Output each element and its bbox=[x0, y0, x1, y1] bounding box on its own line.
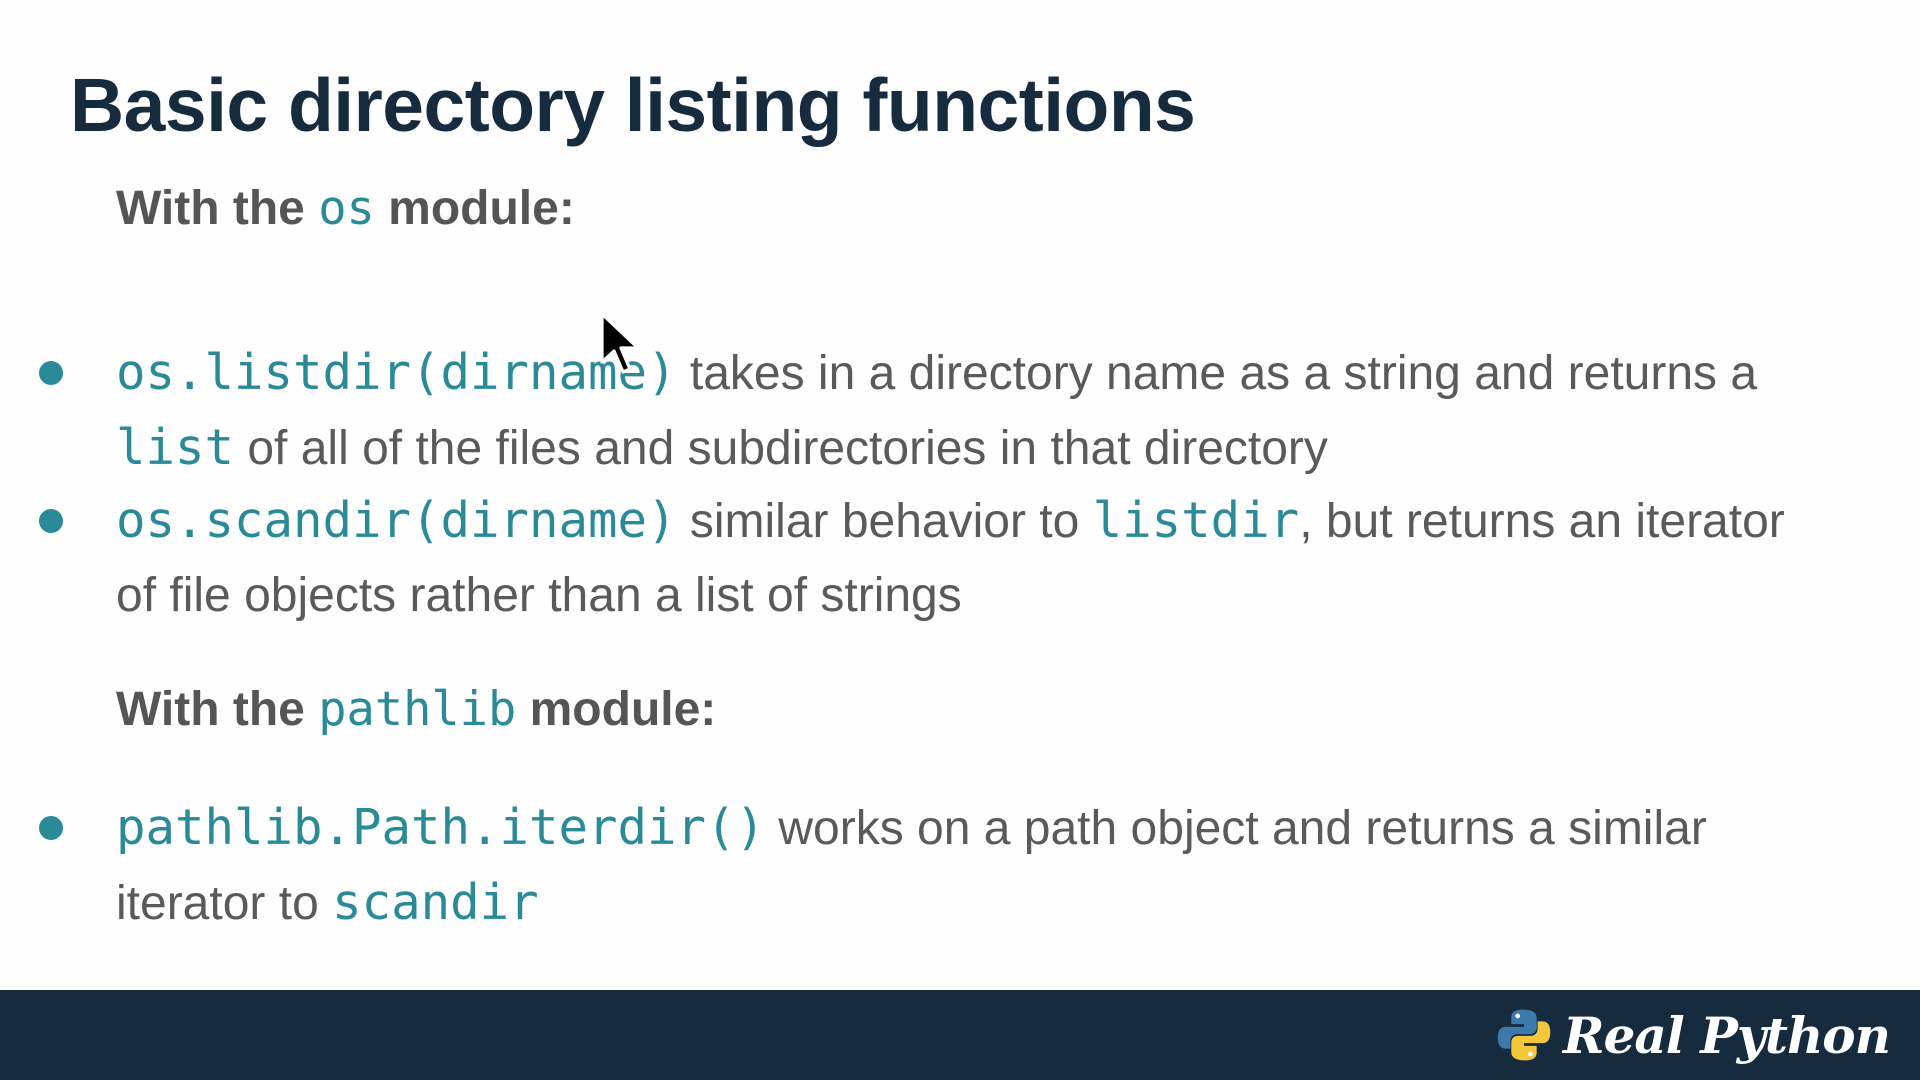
code-listdir: os.listdir(dirname) bbox=[116, 344, 677, 401]
real-python-logo[interactable]: Real Python bbox=[1495, 998, 1891, 1072]
bullet-iterdir-text-1: works on a path object and returns a sim… bbox=[116, 802, 1707, 930]
slide-title: Basic directory listing functions bbox=[70, 63, 1196, 147]
bullet-scandir: os.scandir(dirname) similar behavior to … bbox=[116, 484, 1816, 633]
footer-bar: Real Python bbox=[0, 990, 1920, 1080]
python-logo-icon bbox=[1497, 1009, 1551, 1061]
bullet-dot-icon bbox=[39, 816, 63, 840]
bullet-scandir-text-1: similar behavior to bbox=[676, 495, 1093, 548]
code-list: list bbox=[116, 419, 235, 476]
bullet-scandir-text-2: , but returns an iterator of file object… bbox=[116, 495, 1785, 622]
pathlib-module-name: pathlib bbox=[318, 682, 517, 737]
os-heading-prefix: With the bbox=[116, 182, 305, 235]
code-listdir-ref: listdir bbox=[1092, 492, 1300, 549]
os-heading-suffix: module: bbox=[388, 182, 575, 235]
bullet-dot-icon bbox=[39, 509, 63, 533]
bullet-listdir-text-1: takes in a directory name as a string an… bbox=[676, 347, 1758, 400]
bullet-listdir-text-2: of all of the files and subdirectories i… bbox=[234, 422, 1328, 475]
os-module-name: os bbox=[318, 181, 375, 236]
code-scandir-ref: scandir bbox=[332, 874, 539, 931]
logo-text: Real Python bbox=[1563, 1005, 1891, 1065]
bullet-dot-icon bbox=[39, 361, 63, 385]
code-iterdir: pathlib.Path.iterdir() bbox=[116, 799, 766, 856]
pathlib-section-heading: With the pathlib module: bbox=[116, 673, 716, 747]
bullet-iterdir: pathlib.Path.iterdir() works on a path o… bbox=[116, 791, 1816, 941]
pathlib-heading-prefix: With the bbox=[116, 683, 305, 736]
bullet-listdir: os.listdir(dirname) takes in a directory… bbox=[116, 336, 1816, 486]
mouse-pointer-icon bbox=[600, 312, 640, 374]
code-scandir: os.scandir(dirname) bbox=[116, 492, 677, 549]
os-section-heading: With the os module: bbox=[116, 172, 575, 246]
pathlib-heading-suffix: module: bbox=[529, 683, 717, 736]
